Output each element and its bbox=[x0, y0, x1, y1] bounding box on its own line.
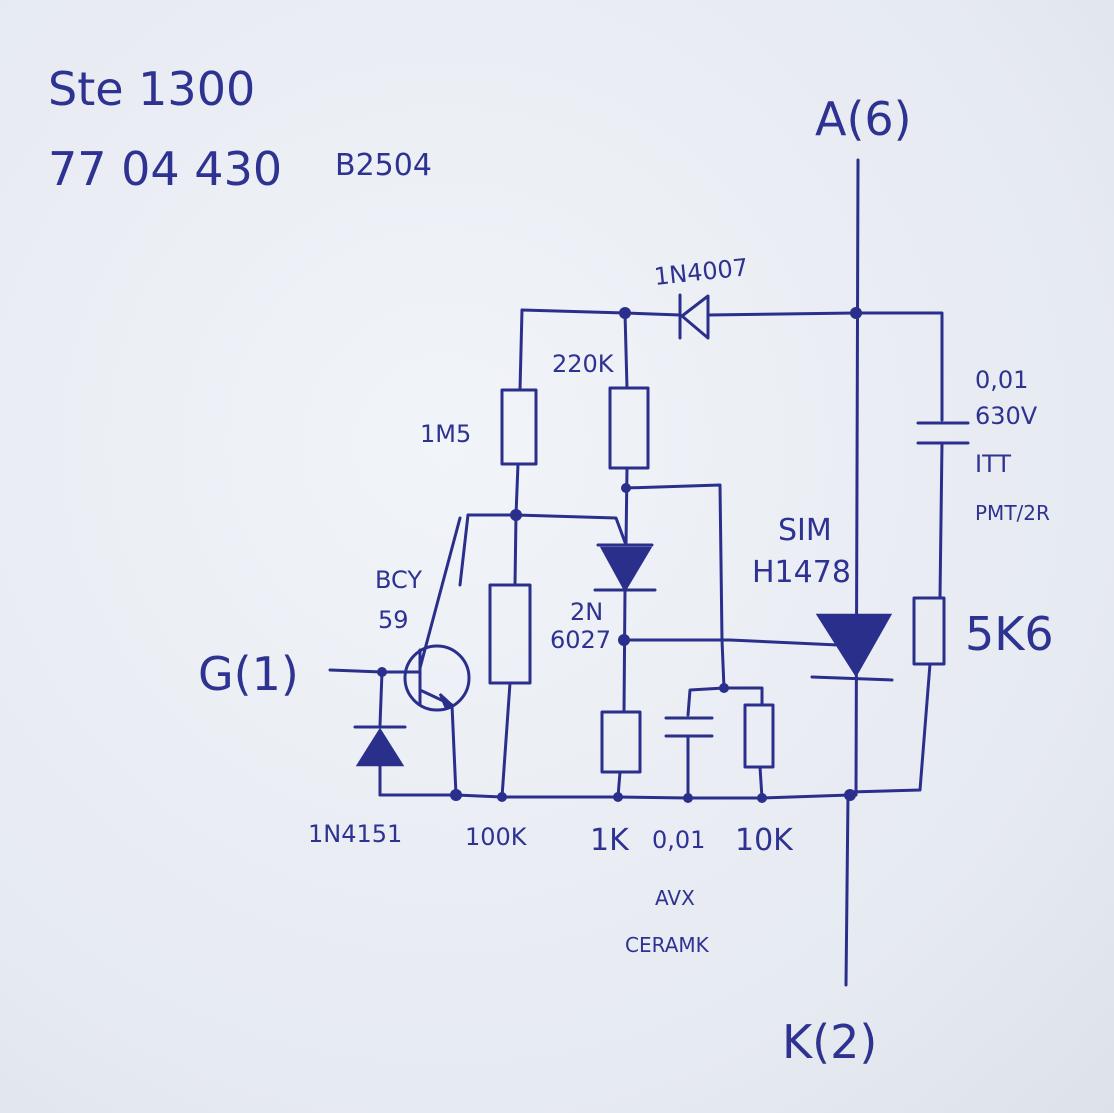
diode-1n4151 bbox=[353, 670, 407, 797]
resistor-10k bbox=[743, 703, 775, 800]
wire-pgate-loop bbox=[624, 483, 724, 642]
label-r-100k: 100K bbox=[465, 823, 528, 851]
junction-dot bbox=[377, 667, 387, 677]
label-c-snub-voltage: 630V bbox=[975, 402, 1038, 430]
label-gate: G(1) bbox=[198, 647, 299, 701]
resistor-100k bbox=[488, 513, 532, 799]
label-c-snub-maker: ITT bbox=[975, 450, 1011, 478]
wire-collector bbox=[458, 513, 470, 587]
label-put-l2: 6027 bbox=[550, 626, 611, 654]
capacitor-snubber bbox=[916, 421, 970, 600]
wire-put-to-gate bbox=[622, 638, 840, 647]
junction-dot bbox=[619, 307, 631, 319]
junction-dot bbox=[757, 793, 767, 803]
label-c-snub-value: 0,01 bbox=[975, 366, 1028, 394]
resistor-220k bbox=[608, 311, 650, 547]
wire-to-cap bbox=[686, 638, 726, 717]
label-anode: A(6) bbox=[815, 92, 912, 146]
junction-dot bbox=[618, 634, 630, 646]
junction-dots bbox=[377, 307, 862, 803]
wire-to-10k bbox=[722, 686, 764, 707]
wire-collector-rail bbox=[466, 513, 628, 547]
junction-dot bbox=[844, 789, 856, 801]
label-c-gate-type: CERAMK bbox=[625, 933, 710, 957]
resistor-5k6 bbox=[848, 596, 946, 794]
label-thyristor-l2: H1478 bbox=[752, 555, 851, 590]
wire-top-rail-left bbox=[520, 308, 682, 317]
label-put-l1: 2N bbox=[570, 598, 603, 626]
label-transistor-l1: BCY bbox=[375, 566, 422, 594]
label-c-snub-type: PMT/2R bbox=[975, 501, 1050, 525]
header-line2: 77 04 430 bbox=[48, 142, 282, 196]
junction-dot bbox=[621, 483, 631, 493]
header-line2b: B2504 bbox=[335, 148, 432, 183]
junction-dot bbox=[719, 683, 729, 693]
resistor-1k bbox=[600, 710, 642, 799]
junction-dot bbox=[683, 793, 693, 803]
resistor-1m5 bbox=[500, 308, 538, 517]
label-r-220k: 220K bbox=[552, 350, 615, 378]
put-2n6027 bbox=[593, 543, 657, 714]
junction-dot bbox=[510, 509, 522, 521]
label-thyristor-l1: SIM bbox=[778, 513, 832, 548]
wire-top-rail-right bbox=[706, 311, 944, 422]
thyristor-sim-h1478 bbox=[810, 613, 894, 682]
label-r-10k: 10K bbox=[735, 823, 794, 858]
label-r-1m5: 1M5 bbox=[420, 420, 471, 448]
label-r-5k6: 5K6 bbox=[965, 607, 1054, 661]
label-cathode: K(2) bbox=[782, 1015, 877, 1069]
label-d-gate: 1N4151 bbox=[308, 820, 402, 848]
diode-1n4007 bbox=[678, 293, 710, 340]
junction-dot bbox=[850, 307, 862, 319]
label-c-gate-maker: AVX bbox=[655, 886, 695, 910]
label-r-1k: 1K bbox=[590, 823, 630, 858]
label-d-top: 1N4007 bbox=[653, 253, 750, 291]
header-line1: Ste 1300 bbox=[48, 62, 255, 116]
capacitor-ceramic bbox=[664, 716, 714, 800]
label-c-gate-value: 0,01 bbox=[652, 826, 705, 854]
junction-dot bbox=[450, 789, 462, 801]
label-transistor-l2: 59 bbox=[378, 606, 409, 634]
junction-dot bbox=[497, 792, 507, 802]
junction-dot bbox=[613, 792, 623, 802]
transistor-bcy59 bbox=[403, 516, 471, 797]
